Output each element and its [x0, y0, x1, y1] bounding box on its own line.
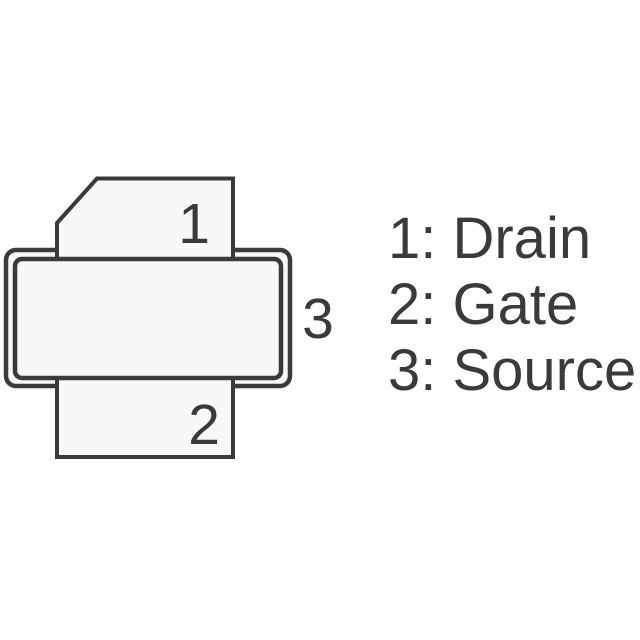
pin2-number-label: 2 [188, 393, 220, 457]
legend-item-source: 3: Source [388, 338, 637, 403]
package-body-outer [3, 247, 293, 389]
pin3-number-label: 3 [302, 287, 334, 351]
pin1-lead [55, 176, 235, 261]
pin2-lead [55, 376, 235, 459]
pin-legend: 1: Drain 2: Gate 3: Source [388, 206, 636, 404]
legend-item-drain: 1: Drain [388, 206, 592, 271]
pin1-number-label: 1 [178, 192, 210, 256]
package-body-inner [12, 256, 284, 381]
legend-item-gate: 2: Gate [388, 272, 579, 337]
